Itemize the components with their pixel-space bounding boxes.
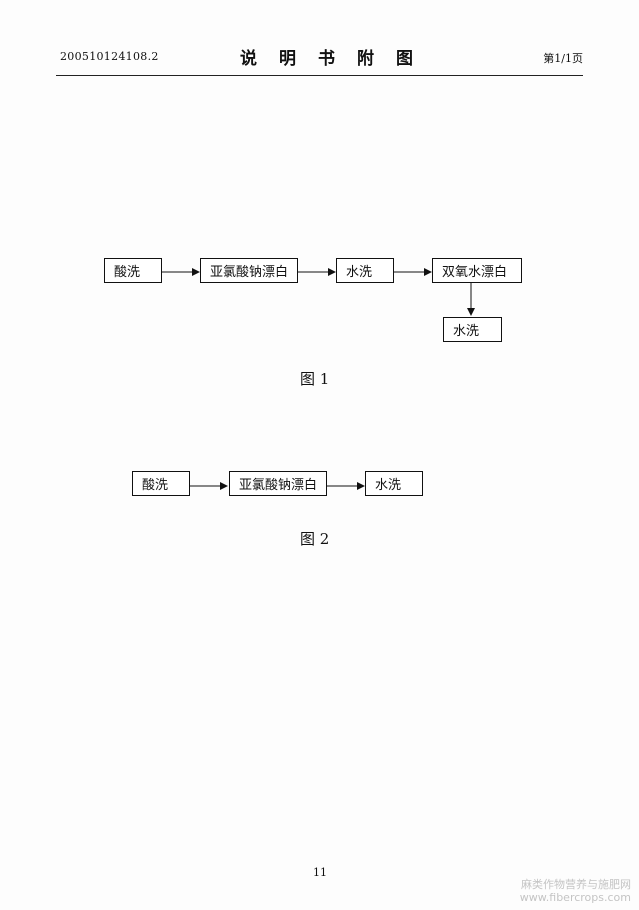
fig1-step-hydrogen-peroxide-bleach: 双氧水漂白 — [432, 258, 522, 283]
fig1-step-sodium-chlorite-bleach: 亚氯酸钠漂白 — [200, 258, 298, 283]
page-title: 说明书附图 — [240, 49, 435, 69]
figure1-caption: 图 1 — [300, 370, 330, 388]
page-indicator: 第1/1页 — [543, 52, 583, 65]
fig1-step-final-water-wash: 水洗 — [443, 317, 502, 342]
watermark-site-name: 麻类作物营养与施肥网 — [521, 878, 631, 891]
fig2-step-water-wash: 水洗 — [365, 471, 423, 496]
fig1-step-acid-wash: 酸洗 — [104, 258, 162, 283]
watermark: 麻类作物营养与施肥网 www.fibercrops.com — [520, 878, 631, 904]
fig1-step-water-wash: 水洗 — [336, 258, 394, 283]
fig2-step-acid-wash: 酸洗 — [132, 471, 190, 496]
header-rule — [56, 75, 583, 76]
page-number: 11 — [313, 866, 327, 879]
patent-number: 200510124108.2 — [60, 50, 159, 63]
figure2-caption: 图 2 — [300, 530, 330, 548]
watermark-url: www.fibercrops.com — [519, 891, 631, 904]
fig2-step-sodium-chlorite-bleach: 亚氯酸钠漂白 — [229, 471, 327, 496]
